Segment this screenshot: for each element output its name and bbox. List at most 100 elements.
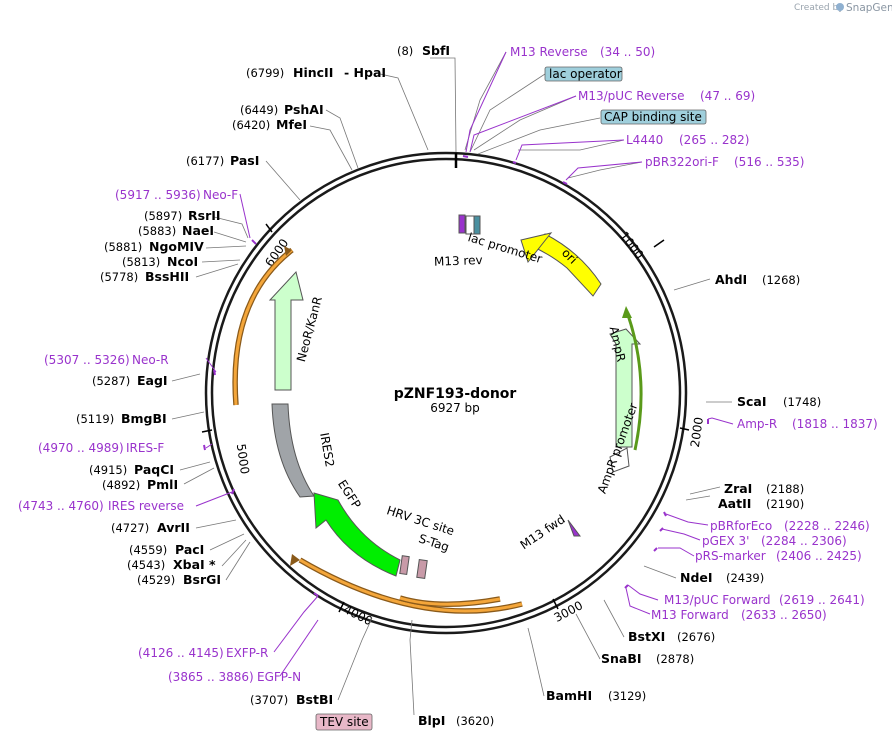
site-name-bstxi[interactable]: BstXI	[628, 629, 665, 644]
primer-marks	[203, 155, 709, 597]
site-name-aatii[interactable]: AatII	[718, 496, 751, 511]
primer-m13-forward[interactable]: M13 Forward	[651, 608, 729, 622]
site-pos-bmgbi: (5119)	[76, 412, 114, 426]
boxed-tev-site[interactable]	[315, 713, 373, 731]
primer-labels: M13 Reverse (34 .. 50) M13/pUC Reverse (…	[18, 45, 878, 684]
site-name-bamhi[interactable]: BamHI	[546, 688, 592, 703]
tick-label-3000: 3000	[552, 598, 586, 625]
site-pos-ngomiv: (5881)	[104, 240, 142, 254]
feature-ires2-label: IRES2	[317, 432, 337, 469]
site-pos-bsshii: (5778)	[100, 270, 138, 284]
primer-pgex-3[interactable]: pGEX 3'	[702, 534, 749, 548]
site-pos-ahdi: (1268)	[762, 273, 800, 287]
primer-ires-f[interactable]: IRES-F	[126, 441, 164, 455]
primer-m13-puc-reverse[interactable]: M13/pUC Reverse	[578, 89, 685, 103]
site-name-pasi[interactable]: PasI	[230, 153, 259, 168]
primer-egfp-n[interactable]: EGFP-N	[257, 670, 301, 684]
site-pos-paci: (4559)	[129, 543, 167, 557]
branding-created-by: Created by	[794, 3, 844, 13]
site-name-bmgbi[interactable]: BmgBI	[121, 411, 167, 426]
snapgene-logo-icon	[836, 3, 844, 11]
site-name-scai[interactable]: ScaI	[737, 394, 767, 409]
feature-neor-kanr-arrow[interactable]	[268, 270, 304, 391]
primer-prs-marker[interactable]: pRS-marker	[695, 549, 766, 563]
primer-pbr322ori-f[interactable]: pBR322ori-F	[645, 155, 719, 169]
site-pos-pshai: (6449)	[240, 103, 278, 117]
site-name-xbai[interactable]: XbaI *	[173, 557, 216, 572]
feature-m13-fwd[interactable]	[567, 519, 581, 537]
primer-exfp-r[interactable]: EXFP-R	[226, 646, 268, 660]
primer-pgex-3-range: (2284 .. 2306)	[761, 534, 847, 548]
primer-m13-puc-forward-range: (2619 .. 2641)	[779, 593, 865, 607]
site-name-paci[interactable]: PacI	[175, 542, 204, 557]
site-name-avrii[interactable]: AvrII	[157, 520, 190, 535]
site-name-hpai[interactable]: - HpaI	[344, 65, 386, 80]
feature-ori-arrow[interactable]	[530, 233, 602, 297]
boxed-lac-operator[interactable]	[544, 66, 623, 82]
site-name-hincii[interactable]: HincII	[293, 65, 333, 80]
site-pos-rsrii: (5897)	[144, 209, 182, 223]
primer-pbrforeco[interactable]: pBRforEco	[710, 519, 772, 533]
site-name-bsrgi[interactable]: BsrGI	[183, 572, 221, 587]
orf-arcs	[232, 246, 523, 614]
primer-pbrforeco-range: (2228 .. 2246)	[784, 519, 870, 533]
site-name-rsrii[interactable]: RsrII	[188, 208, 221, 223]
boxed-cap-binding-site[interactable]	[600, 109, 707, 125]
feature-ires2-block[interactable]	[271, 403, 315, 498]
primer-m13-forward-range: (2633 .. 2650)	[741, 608, 827, 622]
site-name-pmli[interactable]: PmlI	[147, 477, 178, 492]
site-pos-naei: (5883)	[138, 224, 176, 238]
plasmid-name: pZNF193-donor	[394, 386, 517, 402]
site-name-ngomiv[interactable]: NgoMIV	[149, 239, 204, 254]
feature-egfp-arrow[interactable]	[313, 492, 401, 577]
boxed-lac-operator-label: lac operator	[549, 67, 622, 81]
site-name-zrai[interactable]: ZraI	[724, 481, 752, 496]
site-name-paqci[interactable]: PaqCI	[134, 462, 174, 477]
boxed-cap-binding-site-label: CAP binding site	[604, 110, 702, 124]
feature-m13-rev[interactable]	[458, 214, 466, 234]
site-name-pshai[interactable]: PshAI	[284, 102, 324, 117]
site-pos-bstxi: (2676)	[677, 630, 715, 644]
site-pos-ndei: (2439)	[726, 571, 764, 585]
ampr-orf-arrowhead	[622, 306, 632, 318]
primer-m13-puc-forward[interactable]: M13/pUC Forward	[664, 593, 771, 607]
site-pos-scai: (1748)	[783, 395, 821, 409]
site-pos-xbai: (4543)	[127, 558, 165, 572]
site-name-bstbi[interactable]: BstBI	[296, 692, 333, 707]
site-name-naei[interactable]: NaeI	[182, 223, 214, 238]
feature-neor-kanr-label: NeoR/KanR	[294, 295, 325, 363]
site-name-ahdi[interactable]: AhdI	[715, 272, 747, 287]
feature-hrv-3c-site[interactable]	[399, 555, 410, 576]
site-pos-avrii: (4727)	[111, 521, 149, 535]
site-pos-mfei: (6420)	[232, 118, 270, 132]
site-name-bsshii[interactable]: BssHII	[145, 269, 189, 284]
site-name-eagi[interactable]: EagI	[137, 373, 168, 388]
primer-neo-r[interactable]: Neo-R	[132, 353, 169, 367]
site-name-mfei[interactable]: MfeI	[276, 117, 307, 132]
branding-product: SnapGene	[846, 2, 892, 14]
site-name-ncoi[interactable]: NcoI	[167, 254, 198, 269]
site-pos-pasi: (6177)	[186, 154, 224, 168]
site-name-ndei[interactable]: NdeI	[680, 570, 713, 585]
site-name-snabi[interactable]: SnaBI	[601, 651, 642, 666]
site-name-sbfi[interactable]: SbfI	[422, 43, 450, 58]
primer-m13-reverse[interactable]: M13 Reverse	[510, 45, 588, 59]
feature-ampr-promoter-arrow[interactable]	[609, 447, 630, 473]
tick-label-2000: 2000	[688, 416, 706, 448]
primer-prs-marker-range: (2406 .. 2425)	[776, 549, 862, 563]
primer-leaders	[195, 51, 734, 677]
primer-ires-reverse-range: (4743 .. 4760)	[18, 499, 104, 513]
primer-neo-f[interactable]: Neo-F	[203, 188, 238, 202]
primer-amp-r[interactable]: Amp-R	[737, 417, 777, 431]
primer-amp-r-range: (1818 .. 1837)	[792, 417, 878, 431]
feature-s-tag[interactable]	[416, 558, 428, 580]
primer-egfp-n-range: (3865 .. 3886)	[168, 670, 254, 684]
site-name-blpi[interactable]: BlpI	[418, 713, 445, 728]
site-pos-sbfi: (8)	[397, 44, 413, 58]
ampr-orf-band	[626, 314, 643, 451]
backbone-inner-strand	[210, 157, 682, 629]
primer-l4440[interactable]: L4440	[626, 133, 663, 147]
feature-m13-fwd-label: M13 fwd	[518, 512, 568, 552]
primer-ires-reverse[interactable]: IRES reverse	[108, 499, 184, 513]
